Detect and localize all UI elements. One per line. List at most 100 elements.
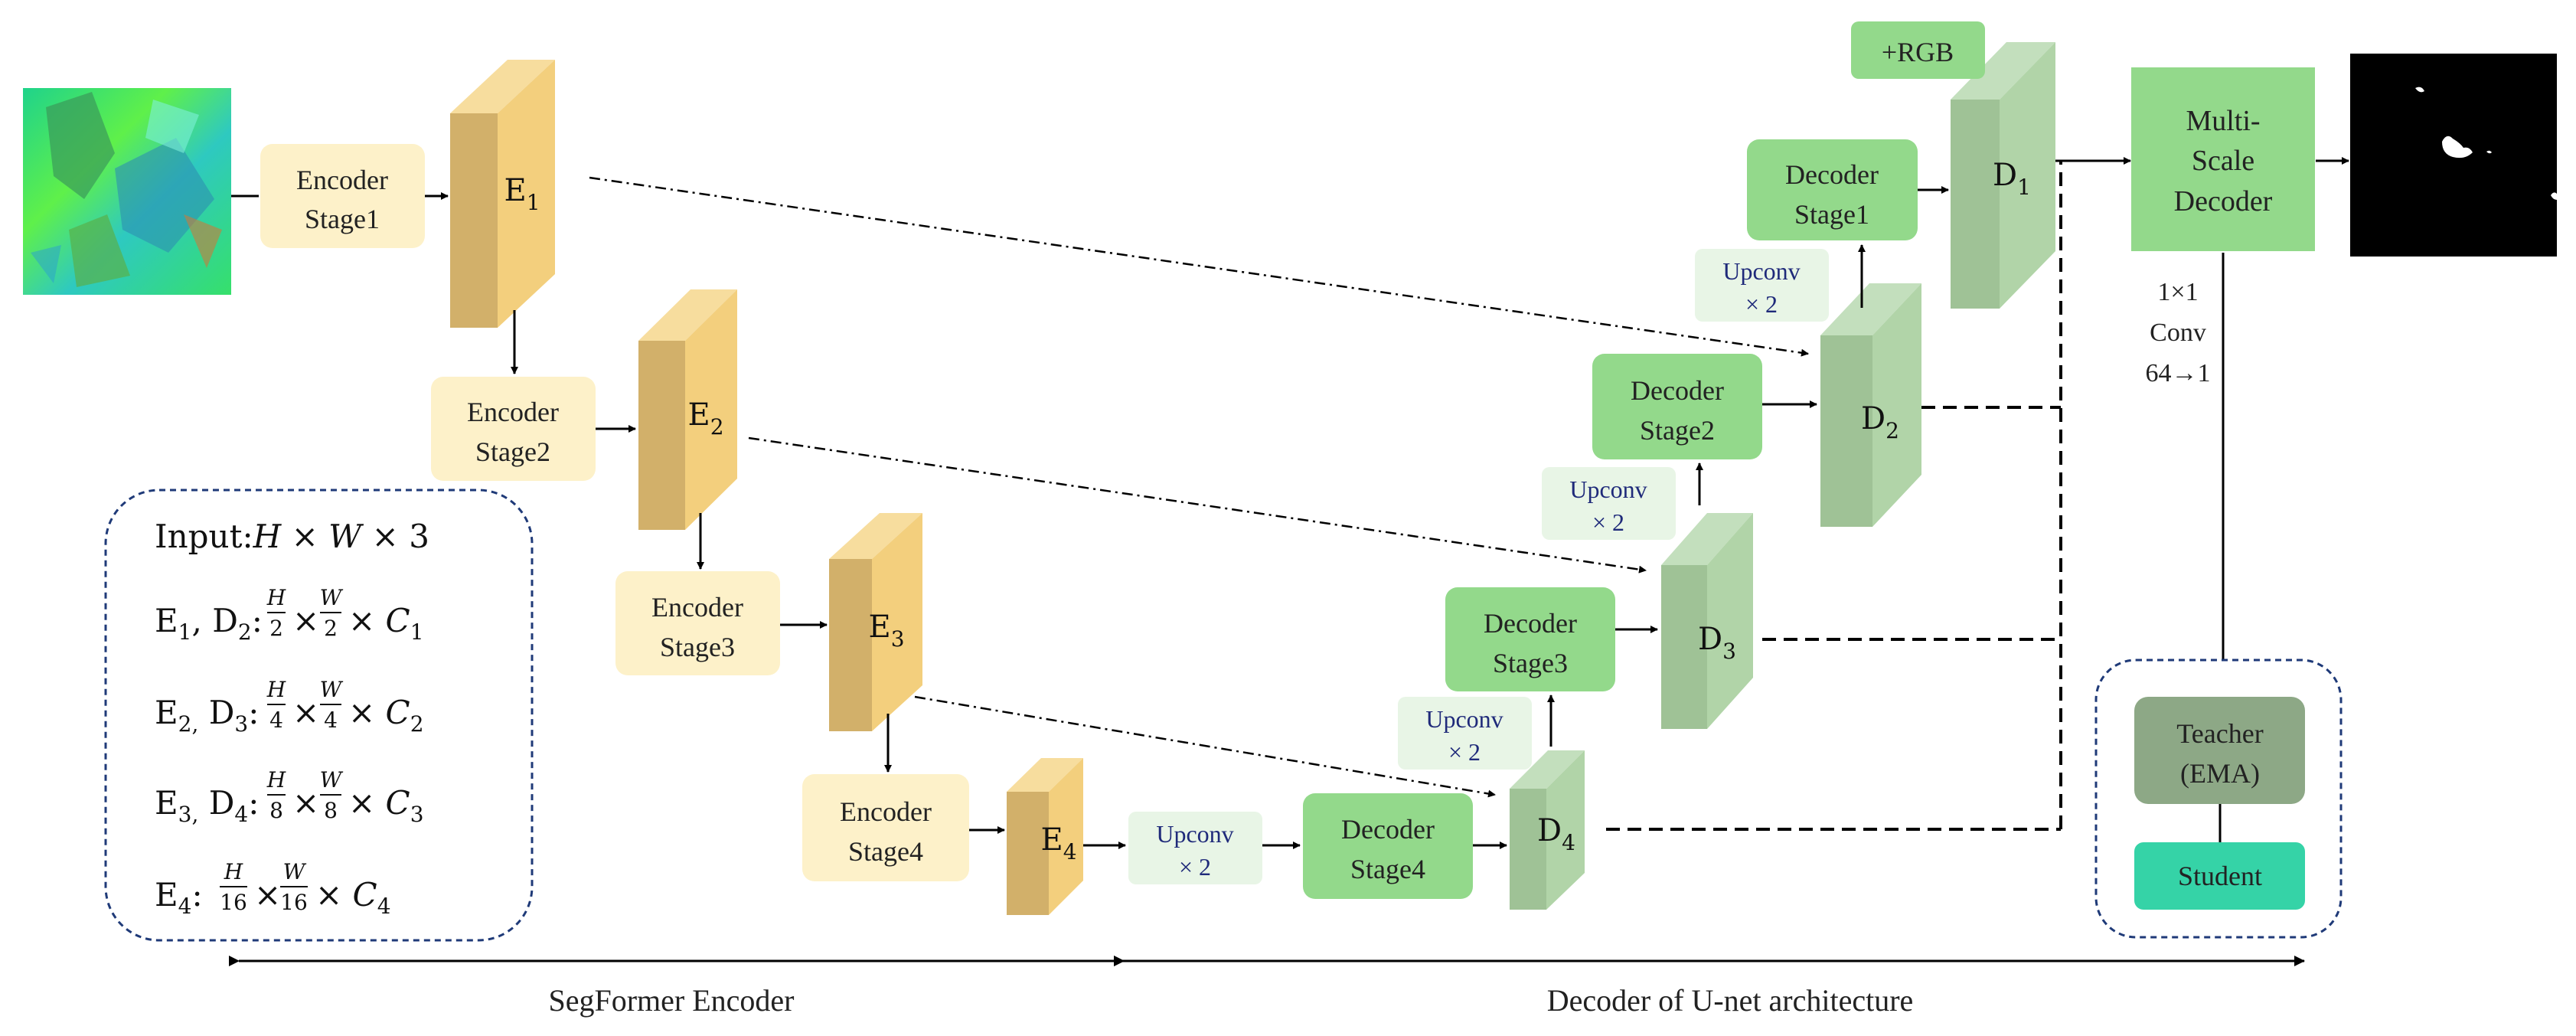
svg-text:2: 2 <box>269 616 283 641</box>
svg-text:W: W <box>320 677 344 702</box>
svg-text:× 2: × 2 <box>1745 290 1778 318</box>
svg-text:×: × <box>254 876 281 913</box>
rgb-box: +RGB <box>1851 21 1985 79</box>
svg-text:Decoder: Decoder <box>1341 814 1435 845</box>
svg-text:W: W <box>283 859 307 884</box>
upconv-box-3: Upconv × 2 <box>1398 697 1532 770</box>
legend-input-label: Input: <box>155 518 253 555</box>
svg-text:Stage3: Stage3 <box>1493 648 1568 678</box>
svg-text:Teacher: Teacher <box>2176 718 2263 749</box>
svg-text:× C2: × C2 <box>348 694 424 737</box>
svg-text:Encoder: Encoder <box>467 397 559 427</box>
output-mask <box>2350 54 2557 257</box>
svg-text:E1, D2:: E1, D2: <box>155 602 263 645</box>
svg-text:Stage2: Stage2 <box>1640 415 1715 446</box>
svg-text:8: 8 <box>324 798 338 823</box>
svg-text:Upconv: Upconv <box>1569 476 1647 503</box>
svg-text:× C3: × C3 <box>348 784 424 827</box>
feature-block-e2: E2 <box>638 289 737 530</box>
svg-text:4: 4 <box>269 708 283 733</box>
svg-text:16: 16 <box>280 890 308 915</box>
svg-text:×: × <box>292 602 319 639</box>
svg-text:E4:: E4: <box>155 876 203 919</box>
svg-text:+RGB: +RGB <box>1882 37 1954 67</box>
svg-text:Conv: Conv <box>2150 319 2206 347</box>
encoder-arrows <box>231 192 1005 834</box>
svg-text:64→1: 64→1 <box>2146 359 2211 387</box>
decoder-stage-4: Decoder Stage4 <box>1303 793 1473 899</box>
svg-text:Student: Student <box>2178 861 2262 891</box>
legend-row-4: E4: H 16 × W 16 × C4 <box>155 859 391 919</box>
encoder-stage-4: Encoder Stage4 <box>802 774 969 881</box>
feature-block-d2: D2 <box>1820 283 1921 527</box>
svg-text:8: 8 <box>269 798 283 823</box>
encoder-stage-2: Encoder Stage2 <box>431 377 596 481</box>
svg-text:Input:H × W × 3: Input:H × W × 3 <box>155 518 429 555</box>
feature-block-d3: D3 <box>1661 513 1753 729</box>
svg-text:1×1: 1×1 <box>2157 278 2198 306</box>
svg-text:W: W <box>320 767 344 793</box>
svg-text:× 2: × 2 <box>1179 853 1211 881</box>
feature-block-e4: E4 <box>1007 758 1083 915</box>
svg-text:Encoder: Encoder <box>651 592 743 623</box>
svg-text:E3, D4:: E3, D4: <box>155 784 259 827</box>
svg-text:H: H <box>266 767 286 793</box>
svg-text:H: H <box>266 585 286 610</box>
legend-row-1: E1, D2: H 2 × W 2 × C1 <box>155 585 424 645</box>
upconv-box-2: Upconv × 2 <box>1542 467 1676 540</box>
svg-text:D4: D4 <box>1537 813 1575 855</box>
multiscale-dashed-lines <box>1606 161 2062 831</box>
svg-text:(EMA): (EMA) <box>2180 758 2260 789</box>
svg-text:Stage4: Stage4 <box>1350 854 1425 884</box>
svg-text:4: 4 <box>324 708 338 733</box>
teacher-student-panel: Teacher (EMA) Student <box>2094 659 2343 939</box>
unet-decoder-label: Decoder of U-net architecture <box>1547 983 1914 1018</box>
legend-row-3: E3, D4: H 8 × W 8 × C3 <box>155 767 424 827</box>
svg-text:Stage4: Stage4 <box>848 836 923 867</box>
legend-row-2: E2, D3: H 4 × W 4 × C2 <box>155 677 424 737</box>
feature-block-d1: D1 <box>1951 42 2055 309</box>
feature-block-e3: E3 <box>829 513 922 731</box>
svg-text:Multi-: Multi- <box>2186 105 2260 137</box>
svg-text:Decoder: Decoder <box>1785 159 1879 190</box>
svg-text:Encoder: Encoder <box>840 796 932 827</box>
svg-text:Upconv: Upconv <box>1156 820 1233 848</box>
svg-text:Stage1: Stage1 <box>1794 199 1869 230</box>
svg-text:E2, D3:: E2, D3: <box>155 694 259 737</box>
svg-text:× C4: × C4 <box>315 876 391 919</box>
decoder-arrows <box>1083 157 2349 849</box>
svg-text:× 2: × 2 <box>1448 738 1481 766</box>
svg-text:Scale: Scale <box>2192 145 2254 177</box>
encoder-stage-1: Encoder Stage1 <box>260 144 425 248</box>
svg-text:W: W <box>320 585 344 610</box>
svg-text:H: H <box>224 859 243 884</box>
svg-text:×: × <box>292 694 319 731</box>
encoder-stage-1-label-line2: Stage1 <box>305 204 380 234</box>
encoder-stage-3: Encoder Stage3 <box>615 571 780 675</box>
upconv-box-4: Upconv × 2 <box>1128 812 1262 884</box>
svg-text:Decoder: Decoder <box>2174 185 2273 217</box>
svg-text:Stage2: Stage2 <box>475 436 550 467</box>
svg-text:× 2: × 2 <box>1592 508 1624 536</box>
legend-panel: Input:H × W × 3 E1, D2: H 2 × W 2 × C1 E… <box>104 489 534 942</box>
decoder-stage-1: Decoder Stage1 <box>1747 139 1918 240</box>
svg-text:Upconv: Upconv <box>1722 257 1800 285</box>
encoder-stage-1-label-line1: Encoder <box>296 165 388 195</box>
svg-text:2: 2 <box>324 616 338 641</box>
svg-text:Decoder: Decoder <box>1484 608 1577 639</box>
svg-text:× C1: × C1 <box>348 602 424 645</box>
skip-connections <box>589 176 1809 798</box>
feature-block-e1: E1 <box>450 60 555 328</box>
upconv-box-1: Upconv × 2 <box>1695 249 1829 322</box>
svg-text:Upconv: Upconv <box>1425 705 1503 733</box>
segformer-encoder-label: SegFormer Encoder <box>548 983 794 1018</box>
svg-text:×: × <box>292 784 319 822</box>
svg-text:Stage3: Stage3 <box>660 632 735 662</box>
svg-text:Decoder: Decoder <box>1631 375 1724 406</box>
input-image <box>23 88 231 295</box>
svg-text:16: 16 <box>220 890 247 915</box>
svg-text:H: H <box>266 677 286 702</box>
decoder-stage-2: Decoder Stage2 <box>1592 354 1762 459</box>
conv-note: 1×1 Conv 64→1 <box>2146 253 2225 660</box>
decoder-stage-3: Decoder Stage3 <box>1445 587 1615 691</box>
